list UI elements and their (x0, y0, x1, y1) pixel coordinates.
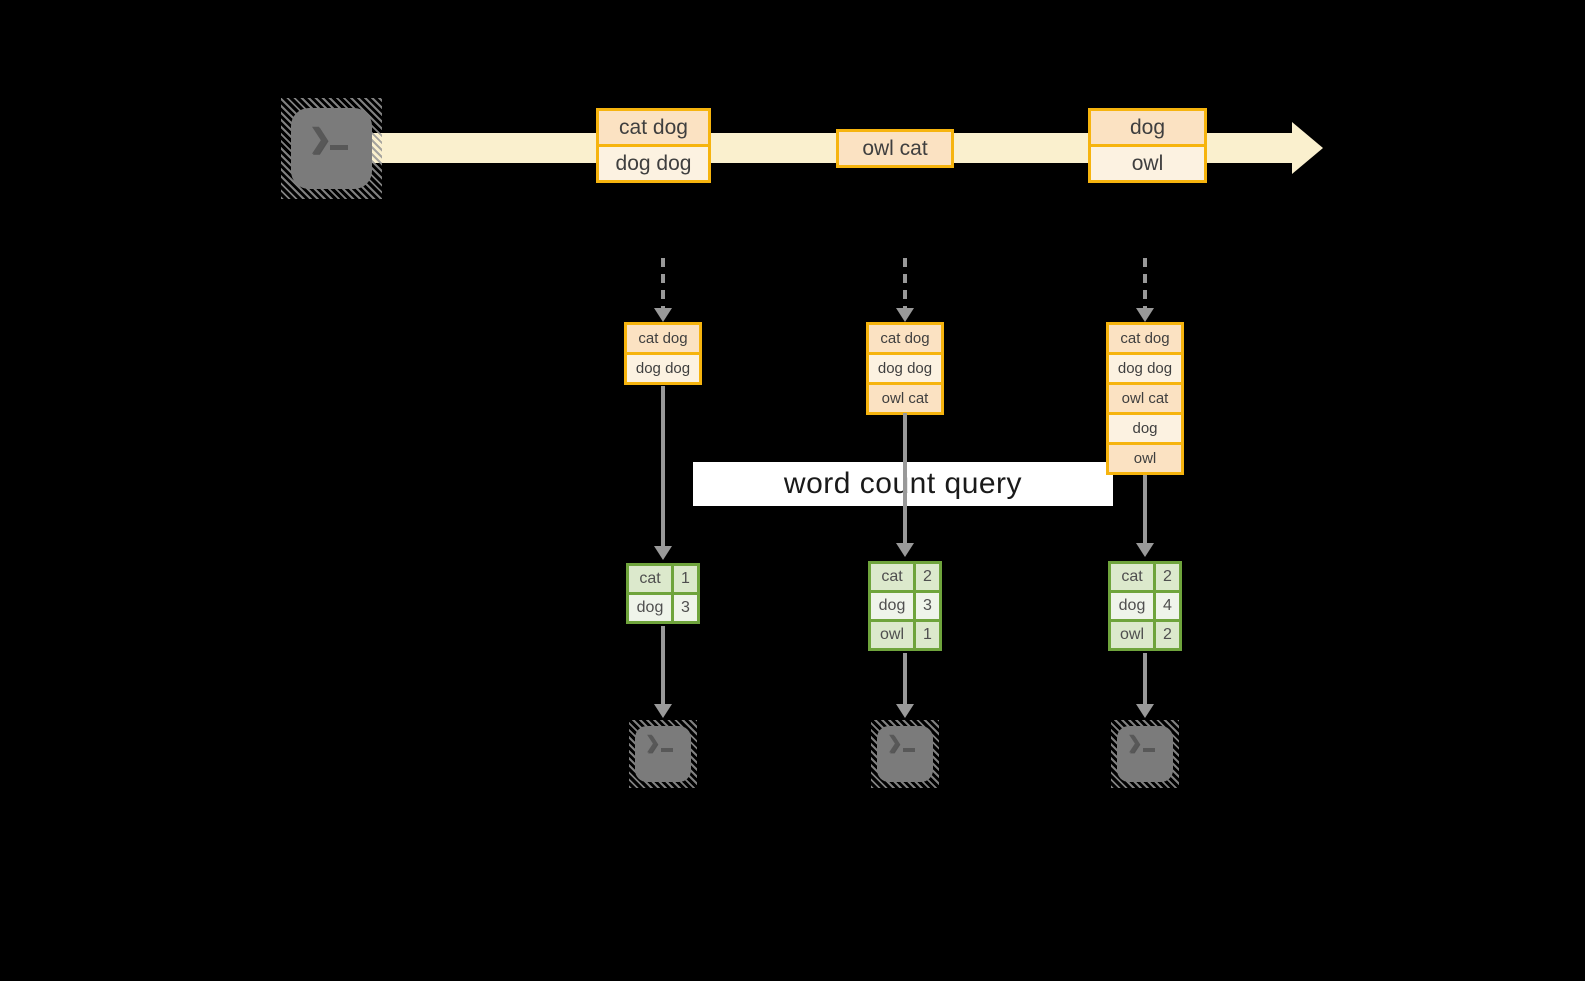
count-cell: 2 (916, 564, 939, 590)
word-cell: cat (1111, 564, 1153, 590)
prompt-chevron-icon: ❯ (645, 732, 660, 752)
prompt-underscore-icon (1142, 748, 1155, 753)
terminal-screen: ❯ (291, 108, 372, 189)
table-row: owl 2 (1111, 622, 1179, 648)
buffer-row: cat dog (1109, 325, 1181, 352)
stream-arrow-head (1292, 122, 1323, 174)
prompt-underscore-icon (902, 748, 915, 753)
buffer-row: owl cat (869, 385, 941, 412)
output-arrow-head-2 (896, 704, 914, 718)
terminal-screen: ❯ (877, 726, 933, 782)
table-row: cat 2 (871, 564, 939, 590)
output-arrow-head-3 (1136, 704, 1154, 718)
count-table-3: cat 2 dog 4 owl 2 (1108, 561, 1182, 651)
table-row: dog 3 (871, 593, 939, 619)
terminal-screen: ❯ (1117, 726, 1173, 782)
prompt-chevron-icon: ❯ (1127, 732, 1142, 752)
word-cell: owl (871, 622, 913, 648)
prompt-chevron-icon: ❯ (887, 732, 902, 752)
batch-buffer-3: cat dog dog dog owl cat dog owl (1106, 322, 1184, 475)
count-cell: 4 (1156, 593, 1179, 619)
stream-event-row: owl (1091, 147, 1204, 180)
prompt-underscore-icon (660, 748, 673, 753)
table-row: cat 2 (1111, 564, 1179, 590)
dashed-arrow-shaft-3 (1143, 258, 1147, 308)
query-arrow-shaft-1 (661, 386, 665, 546)
word-cell: dog (871, 593, 913, 619)
count-table-2: cat 2 dog 3 owl 1 (868, 561, 942, 651)
table-row: cat 1 (629, 566, 697, 592)
buffer-row: dog dog (869, 355, 941, 382)
table-row: owl 1 (871, 622, 939, 648)
buffer-row: owl cat (1109, 385, 1181, 412)
count-table-1: cat 1 dog 3 (626, 563, 700, 624)
batch-buffer-1: cat dog dog dog (624, 322, 702, 385)
word-cell: dog (1111, 593, 1153, 619)
output-terminal-icon-1: ❯ (629, 720, 697, 788)
word-cell: dog (629, 595, 671, 621)
output-terminal-icon-3: ❯ (1111, 720, 1179, 788)
stream-event-row: dog (1091, 111, 1204, 144)
buffer-row: dog dog (627, 355, 699, 382)
word-cell: cat (871, 564, 913, 590)
stream-event-1: cat dog dog dog (596, 108, 711, 183)
prompt-underscore-icon (329, 145, 348, 151)
count-cell: 3 (674, 595, 697, 621)
count-cell: 1 (674, 566, 697, 592)
query-arrow-shaft-3 (1143, 475, 1147, 543)
query-arrow-head-1 (654, 546, 672, 560)
buffer-row: dog (1109, 415, 1181, 442)
dashed-arrow-shaft-2 (903, 258, 907, 308)
buffer-row: owl (1109, 445, 1181, 472)
count-cell: 1 (916, 622, 939, 648)
query-arrow-head-2 (896, 543, 914, 557)
stream-event-row: owl cat (839, 132, 951, 165)
buffer-row: cat dog (869, 325, 941, 352)
output-terminal-icon-2: ❯ (871, 720, 939, 788)
source-terminal-icon: ❯ (281, 98, 382, 199)
word-cell: cat (629, 566, 671, 592)
buffer-row: dog dog (1109, 355, 1181, 382)
word-cell: owl (1111, 622, 1153, 648)
batch-buffer-2: cat dog dog dog owl cat (866, 322, 944, 415)
output-arrow-shaft-1 (661, 626, 665, 704)
dashed-arrow-shaft-1 (661, 258, 665, 308)
stream-event-row: dog dog (599, 147, 708, 180)
query-arrow-head-3 (1136, 543, 1154, 557)
dashed-arrow-head-1 (654, 308, 672, 322)
dashed-arrow-head-3 (1136, 308, 1154, 322)
table-row: dog 3 (629, 595, 697, 621)
query-arrow-shaft-2 (903, 413, 907, 543)
stream-event-row: cat dog (599, 111, 708, 144)
table-row: dog 4 (1111, 593, 1179, 619)
count-cell: 2 (1156, 564, 1179, 590)
dashed-arrow-head-2 (896, 308, 914, 322)
terminal-screen: ❯ (635, 726, 691, 782)
output-arrow-shaft-2 (903, 653, 907, 704)
stream-event-2: owl cat (836, 129, 954, 168)
count-cell: 3 (916, 593, 939, 619)
buffer-row: cat dog (627, 325, 699, 352)
output-arrow-shaft-3 (1143, 653, 1147, 704)
count-cell: 2 (1156, 622, 1179, 648)
output-arrow-head-1 (654, 704, 672, 718)
stream-event-3: dog owl (1088, 108, 1207, 183)
prompt-chevron-icon: ❯ (308, 122, 331, 153)
